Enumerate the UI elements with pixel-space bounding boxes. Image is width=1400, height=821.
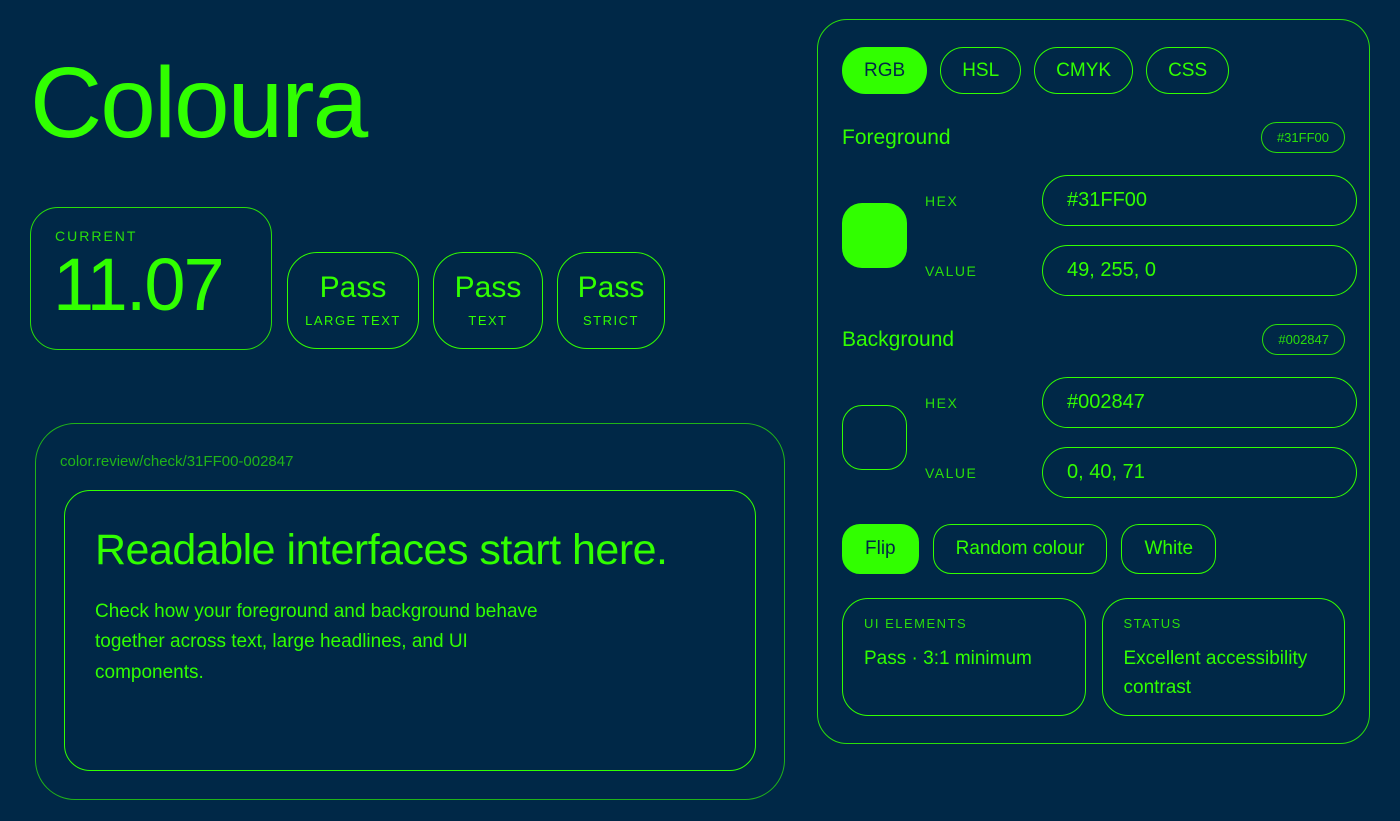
foreground-swatch[interactable] [842, 203, 907, 268]
hex-label: HEX [925, 192, 959, 209]
preview-url: color.review/check/31FF00-002847 [60, 453, 294, 470]
foreground-fields: HEX VALUE [925, 175, 1357, 296]
badge-category: STRICT [583, 313, 639, 328]
tab-rgb[interactable]: RGB [842, 47, 928, 94]
info-cards: UI ELEMENTS Pass · 3:1 minimum STATUS Ex… [842, 598, 1345, 716]
random-colour-button[interactable]: Random colour [932, 524, 1108, 574]
badge-large-text: Pass LARGE TEXT [287, 252, 419, 349]
ui-elements-result: Pass · 3:1 minimum [864, 648, 1032, 669]
ui-elements-card: UI ELEMENTS Pass · 3:1 minimum [842, 598, 1086, 716]
foreground-hex-input[interactable] [1042, 175, 1357, 226]
background-label: Background [842, 327, 955, 351]
hex-label: HEX [925, 394, 959, 411]
background-hex-input[interactable] [1042, 377, 1357, 428]
color-panel: RGB HSL CMYK CSS Foreground #31FF00 HEX … [817, 19, 1370, 744]
tab-cmyk[interactable]: CMYK [1034, 47, 1134, 94]
value-label: VALUE [925, 464, 978, 481]
foreground-section-header: Foreground #31FF00 [842, 122, 1345, 153]
tab-hsl[interactable]: HSL [940, 47, 1022, 94]
background-value-input[interactable] [1042, 447, 1357, 498]
background-fields: HEX VALUE [925, 377, 1357, 498]
badge-result: Pass [454, 271, 522, 304]
badge-strict: Pass STRICT [557, 252, 665, 349]
contrast-ratio-value: 11.07 [53, 243, 225, 326]
status-card: STATUS Excellent accessibility contrast [1101, 598, 1345, 716]
foreground-hex-chip[interactable]: #31FF00 [1260, 122, 1345, 153]
badge-result: Pass [319, 271, 387, 304]
contrast-ratio-card: CURRENT 11.07 [30, 207, 272, 350]
preview-headline: Readable interfaces start here. [95, 526, 668, 574]
badge-result: Pass [577, 271, 645, 304]
status-label: STATUS [1123, 616, 1182, 631]
pass-badges: Pass LARGE TEXT Pass TEXT Pass STRICT [287, 252, 665, 349]
white-button[interactable]: White [1121, 524, 1217, 574]
foreground-color-row: HEX VALUE [842, 175, 1357, 296]
color-mode-tabs: RGB HSL CMYK CSS [842, 47, 1345, 94]
background-color-row: HEX VALUE [842, 377, 1357, 498]
badge-category: TEXT [468, 313, 508, 328]
value-label: VALUE [925, 262, 978, 279]
badge-category: LARGE TEXT [305, 313, 401, 328]
background-section-header: Background #002847 [842, 324, 1345, 355]
preview-body-text: Check how your foreground and background… [95, 600, 538, 684]
background-hex-chip[interactable]: #002847 [1262, 324, 1345, 355]
preview-card: color.review/check/31FF00-002847 Readabl… [35, 423, 785, 800]
ui-elements-label: UI ELEMENTS [864, 616, 968, 631]
background-value-field-row: VALUE [925, 447, 1357, 498]
status-text: Excellent accessibility contrast [1123, 648, 1308, 698]
preview-inner-card: Readable interfaces start here. Check ho… [64, 490, 756, 771]
flip-button[interactable]: Flip [842, 524, 919, 574]
foreground-label: Foreground [842, 125, 951, 149]
foreground-value-input[interactable] [1042, 245, 1357, 296]
foreground-value-field-row: VALUE [925, 245, 1357, 296]
tab-css[interactable]: CSS [1146, 47, 1230, 94]
contrast-ratio-label: CURRENT [55, 228, 138, 244]
background-swatch[interactable] [842, 405, 907, 470]
action-buttons: Flip Random colour White [842, 524, 1345, 574]
app-title: Coloura [30, 47, 368, 159]
foreground-hex-field-row: HEX [925, 175, 1357, 226]
background-hex-field-row: HEX [925, 377, 1357, 428]
badge-text: Pass TEXT [433, 252, 543, 349]
